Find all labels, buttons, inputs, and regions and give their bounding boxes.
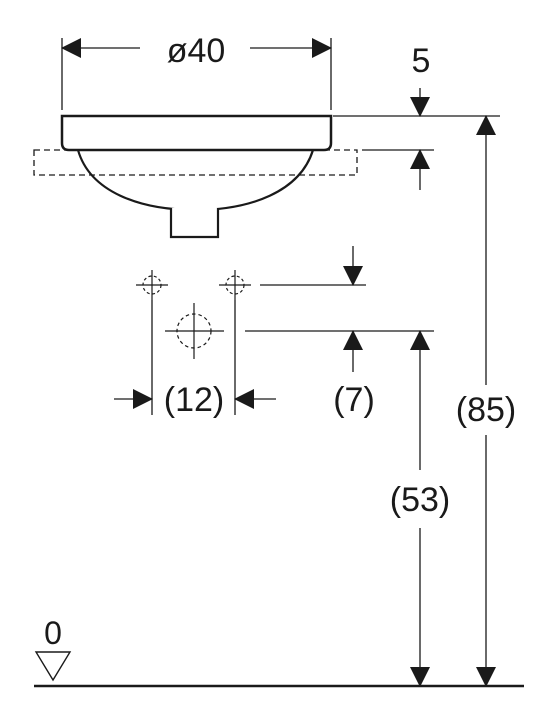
basin-bowl [76, 149, 315, 212]
diameter-label: ø40 [167, 32, 226, 70]
basin-rim [60, 114, 333, 152]
tap-spacing-label: (12) [164, 381, 224, 419]
dimension-lines [61, 38, 500, 687]
tap-hole-symbols [136, 270, 251, 359]
drain-height-label: (53) [390, 481, 450, 519]
tap-hole-left [136, 270, 168, 300]
countertop-outline [33, 149, 358, 176]
tap-hole-right [219, 270, 251, 300]
rim-height-label: (85) [456, 391, 516, 429]
basin [33, 114, 358, 239]
tap-offset-label: (7) [333, 381, 375, 419]
floor-level-label: 0 [44, 615, 62, 651]
floor-level-marker-icon [34, 651, 72, 682]
basin-drain [169, 208, 220, 239]
rim-thickness-label: 5 [412, 42, 431, 80]
drain-hole-symbol [165, 303, 224, 359]
